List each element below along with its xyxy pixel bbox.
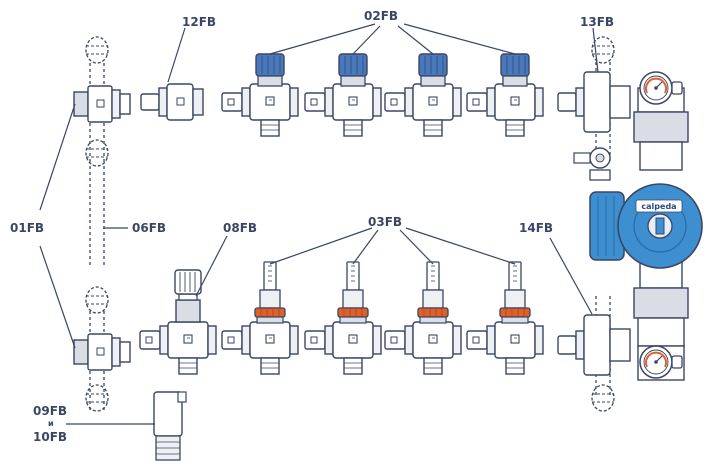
label-and: и	[48, 419, 54, 428]
label-06fb: 06FB	[132, 221, 167, 235]
label-09fb: 09FB	[33, 404, 68, 418]
pump-group: calpeda	[557, 36, 703, 412]
label-01fb: 01FB	[10, 221, 45, 235]
label-02fb: 02FB	[364, 9, 399, 23]
flowmeter-03fb-2	[304, 261, 382, 375]
valve-08fb	[139, 269, 217, 375]
valve-02fb-2	[304, 53, 382, 137]
label-10fb: 10FB	[33, 430, 68, 444]
flowmeter-03fb-3	[384, 261, 462, 375]
flowmeter-03fb-1	[221, 261, 299, 375]
end-plug-12fb	[140, 83, 204, 121]
flowmeter-03fb-4	[466, 261, 544, 375]
label-08fb: 08FB	[223, 221, 258, 235]
leader-lines	[39, 23, 599, 425]
pump-brand-label: calpeda	[641, 202, 676, 211]
sleeve-09fb-10fb	[153, 391, 187, 461]
label-13fb: 13FB	[580, 15, 615, 29]
left-pipe-column	[73, 36, 131, 412]
valve-02fb-3	[384, 53, 462, 137]
label-03fb: 03FB	[368, 215, 403, 229]
valve-02fb-4	[466, 53, 544, 137]
label-14fb: 14FB	[519, 221, 554, 235]
label-12fb: 12FB	[182, 15, 217, 29]
valve-02fb-1	[221, 53, 299, 137]
